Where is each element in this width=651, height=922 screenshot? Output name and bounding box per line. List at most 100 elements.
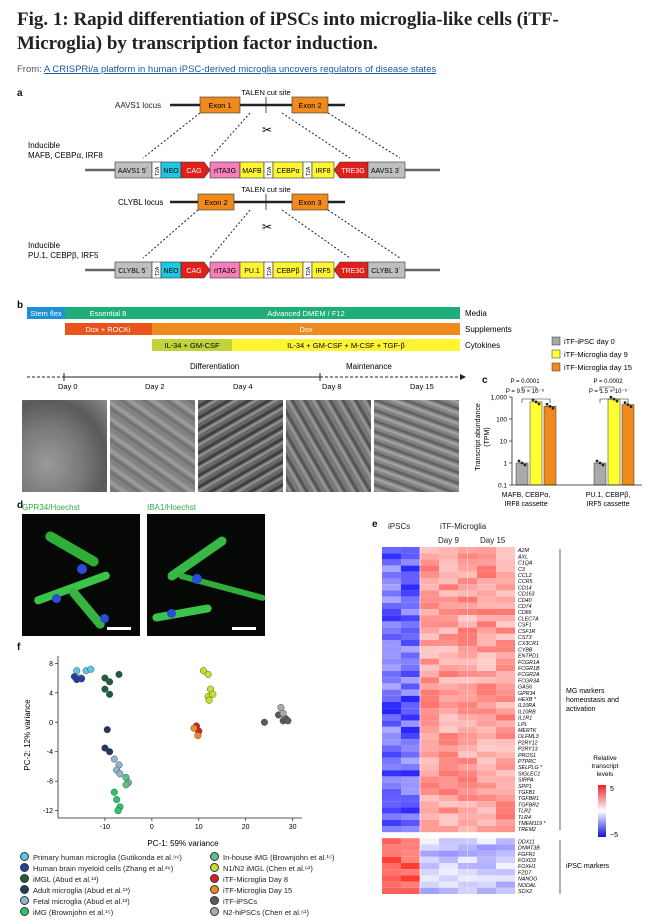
- source-link[interactable]: A CRISPRi/a platform in human iPSC-deriv…: [43, 64, 437, 75]
- heat-cell: [496, 590, 515, 597]
- heat-cell: [401, 776, 420, 783]
- heat-cell: [439, 813, 458, 820]
- heat-cell: [401, 733, 420, 740]
- heat-cell: [496, 875, 515, 882]
- svg-text:CAG: CAG: [186, 168, 201, 175]
- svg-text:Advanced DMEM / F12: Advanced DMEM / F12: [267, 309, 345, 318]
- heat-cell: [439, 881, 458, 888]
- c-bracket: [521, 398, 551, 403]
- f-point: [73, 667, 81, 675]
- heat-cell: [477, 702, 496, 709]
- f-point: [194, 732, 202, 740]
- heat-cell: [477, 739, 496, 746]
- f-ytick: -8: [47, 779, 53, 786]
- micrograph-day2: [110, 400, 195, 492]
- heat-cell: [401, 869, 420, 876]
- heat-cell: [439, 708, 458, 715]
- heat-cell: [496, 770, 515, 777]
- heat-cell: [477, 714, 496, 721]
- heat-cell: [401, 584, 420, 591]
- heat-cell: [401, 553, 420, 560]
- gene-label: NANOG: [518, 877, 537, 883]
- heat-cell: [439, 726, 458, 733]
- heat-cell: [477, 887, 496, 894]
- e-day15-label: Day 15: [480, 536, 506, 545]
- heat-cell: [439, 602, 458, 609]
- heat-cell: [420, 571, 439, 578]
- exon3-label: Exon 3: [298, 198, 321, 207]
- c-bracket: [599, 386, 615, 391]
- heat-cell: [401, 856, 420, 863]
- gene-label: FOXH1: [518, 864, 536, 870]
- c-group-label-1: MAFB, CEBPα,IRF8 cassette: [502, 492, 550, 508]
- gene-label: TREM2: [518, 827, 536, 833]
- heat-cell: [439, 677, 458, 684]
- c-bracket: [521, 386, 537, 391]
- heat-cell: [401, 850, 420, 857]
- heat-cell: [496, 652, 515, 659]
- micrograph-day15: [374, 400, 459, 492]
- f-legend-item: Adult microglia (Abud et al.¹³): [20, 885, 210, 896]
- svg-text:CEBPβ: CEBPβ: [276, 268, 299, 275]
- heat-cell: [439, 584, 458, 591]
- panel-a-diagram: AAVS1 locus Exon 1 Exon 2 TALEN cut site…: [28, 88, 440, 279]
- f-point: [103, 726, 111, 734]
- heat-cell: [477, 764, 496, 771]
- heat-cell: [439, 757, 458, 764]
- heat-cell: [477, 826, 496, 833]
- heat-cell: [401, 838, 420, 845]
- heat-cell: [496, 869, 515, 876]
- heat-cell: [420, 801, 439, 808]
- c-group-label-2: PU.1, CEBPβ,IRF5 cassette: [586, 492, 631, 508]
- heat-cell: [496, 602, 515, 609]
- heat-cell: [382, 652, 401, 659]
- heat-cell: [420, 677, 439, 684]
- heat-cell: [382, 646, 401, 653]
- gene-label: SPP1: [518, 784, 532, 790]
- heat-cell: [401, 652, 420, 659]
- heat-cell: [496, 627, 515, 634]
- heat-cell: [477, 627, 496, 634]
- svg-text:rtTA3G: rtTA3G: [214, 268, 236, 275]
- figure-title: Fig. 1: Rapid differentiation of iPSCs i…: [17, 9, 559, 54]
- day-4-label: Day 4: [233, 382, 253, 391]
- heat-cell: [401, 677, 420, 684]
- day-0-label: Day 0: [58, 382, 78, 391]
- c-dot: [534, 400, 538, 404]
- heat-cell: [382, 627, 401, 634]
- f-ytick: 8: [49, 661, 53, 668]
- heat-cell: [439, 633, 458, 640]
- heat-cell: [401, 683, 420, 690]
- heat-cell: [420, 683, 439, 690]
- f-legend-label: N2-hiPSCs (Chen et al.⁶¹): [223, 908, 310, 917]
- heat-cell: [439, 590, 458, 597]
- heat-cell: [401, 782, 420, 789]
- f-point: [205, 696, 213, 704]
- heat-cell: [496, 739, 515, 746]
- day-8-label: Day 8: [322, 382, 342, 391]
- gene-label: CCL2: [518, 573, 532, 579]
- c-dot: [523, 463, 527, 467]
- heat-cell: [420, 807, 439, 814]
- heat-cell: [496, 615, 515, 622]
- svg-text:CLYBL 5´: CLYBL 5´: [118, 268, 148, 275]
- exon2-label: Exon 2: [298, 101, 321, 110]
- il34gm-bar: [152, 339, 232, 351]
- svg-text:CEBPα: CEBPα: [276, 168, 299, 175]
- heat-cell: [477, 596, 496, 603]
- c-ytick: 1: [503, 461, 507, 468]
- f-point: [101, 685, 109, 693]
- heat-cell: [401, 826, 420, 833]
- heat-cell: [401, 646, 420, 653]
- heat-cell: [439, 770, 458, 777]
- differentiation-label: Differentiation: [190, 362, 239, 371]
- stemflex-bar: [27, 307, 65, 319]
- heat-cell: [439, 826, 458, 833]
- heat-cell: [382, 609, 401, 616]
- heat-cell: [401, 695, 420, 702]
- legend-c: iTF-iPSC day 0 iTF-Microglia day 9 iTF-M…: [551, 336, 632, 372]
- pvalue-1a: P = 0.0001: [510, 379, 540, 385]
- heat-cell: [496, 559, 515, 566]
- panel-label-c: c: [482, 375, 488, 386]
- svg-text:T2A: T2A: [267, 166, 273, 176]
